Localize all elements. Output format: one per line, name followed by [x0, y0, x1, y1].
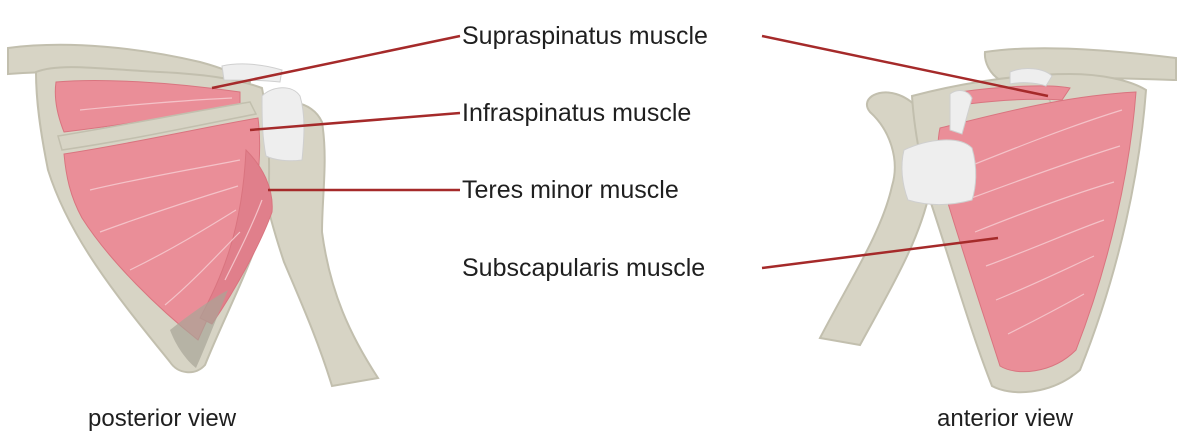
- posterior-humeral-head-tendon: [262, 88, 304, 161]
- caption-anterior-view: anterior view: [937, 405, 1074, 432]
- label-subscapularis: Subscapularis muscle: [462, 254, 705, 282]
- anterior-tendon-band: [902, 140, 976, 205]
- label-supraspinatus: Supraspinatus muscle: [462, 22, 708, 50]
- anterior-view-illustration: [820, 48, 1176, 392]
- leader-supraspinatus-posterior: [212, 36, 460, 88]
- label-teres-minor: Teres minor muscle: [462, 176, 679, 204]
- label-infraspinatus: Infraspinatus muscle: [462, 99, 691, 127]
- anterior-subscapularis: [938, 92, 1136, 372]
- posterior-view-illustration: [8, 45, 378, 386]
- caption-posterior-view: posterior view: [88, 405, 237, 432]
